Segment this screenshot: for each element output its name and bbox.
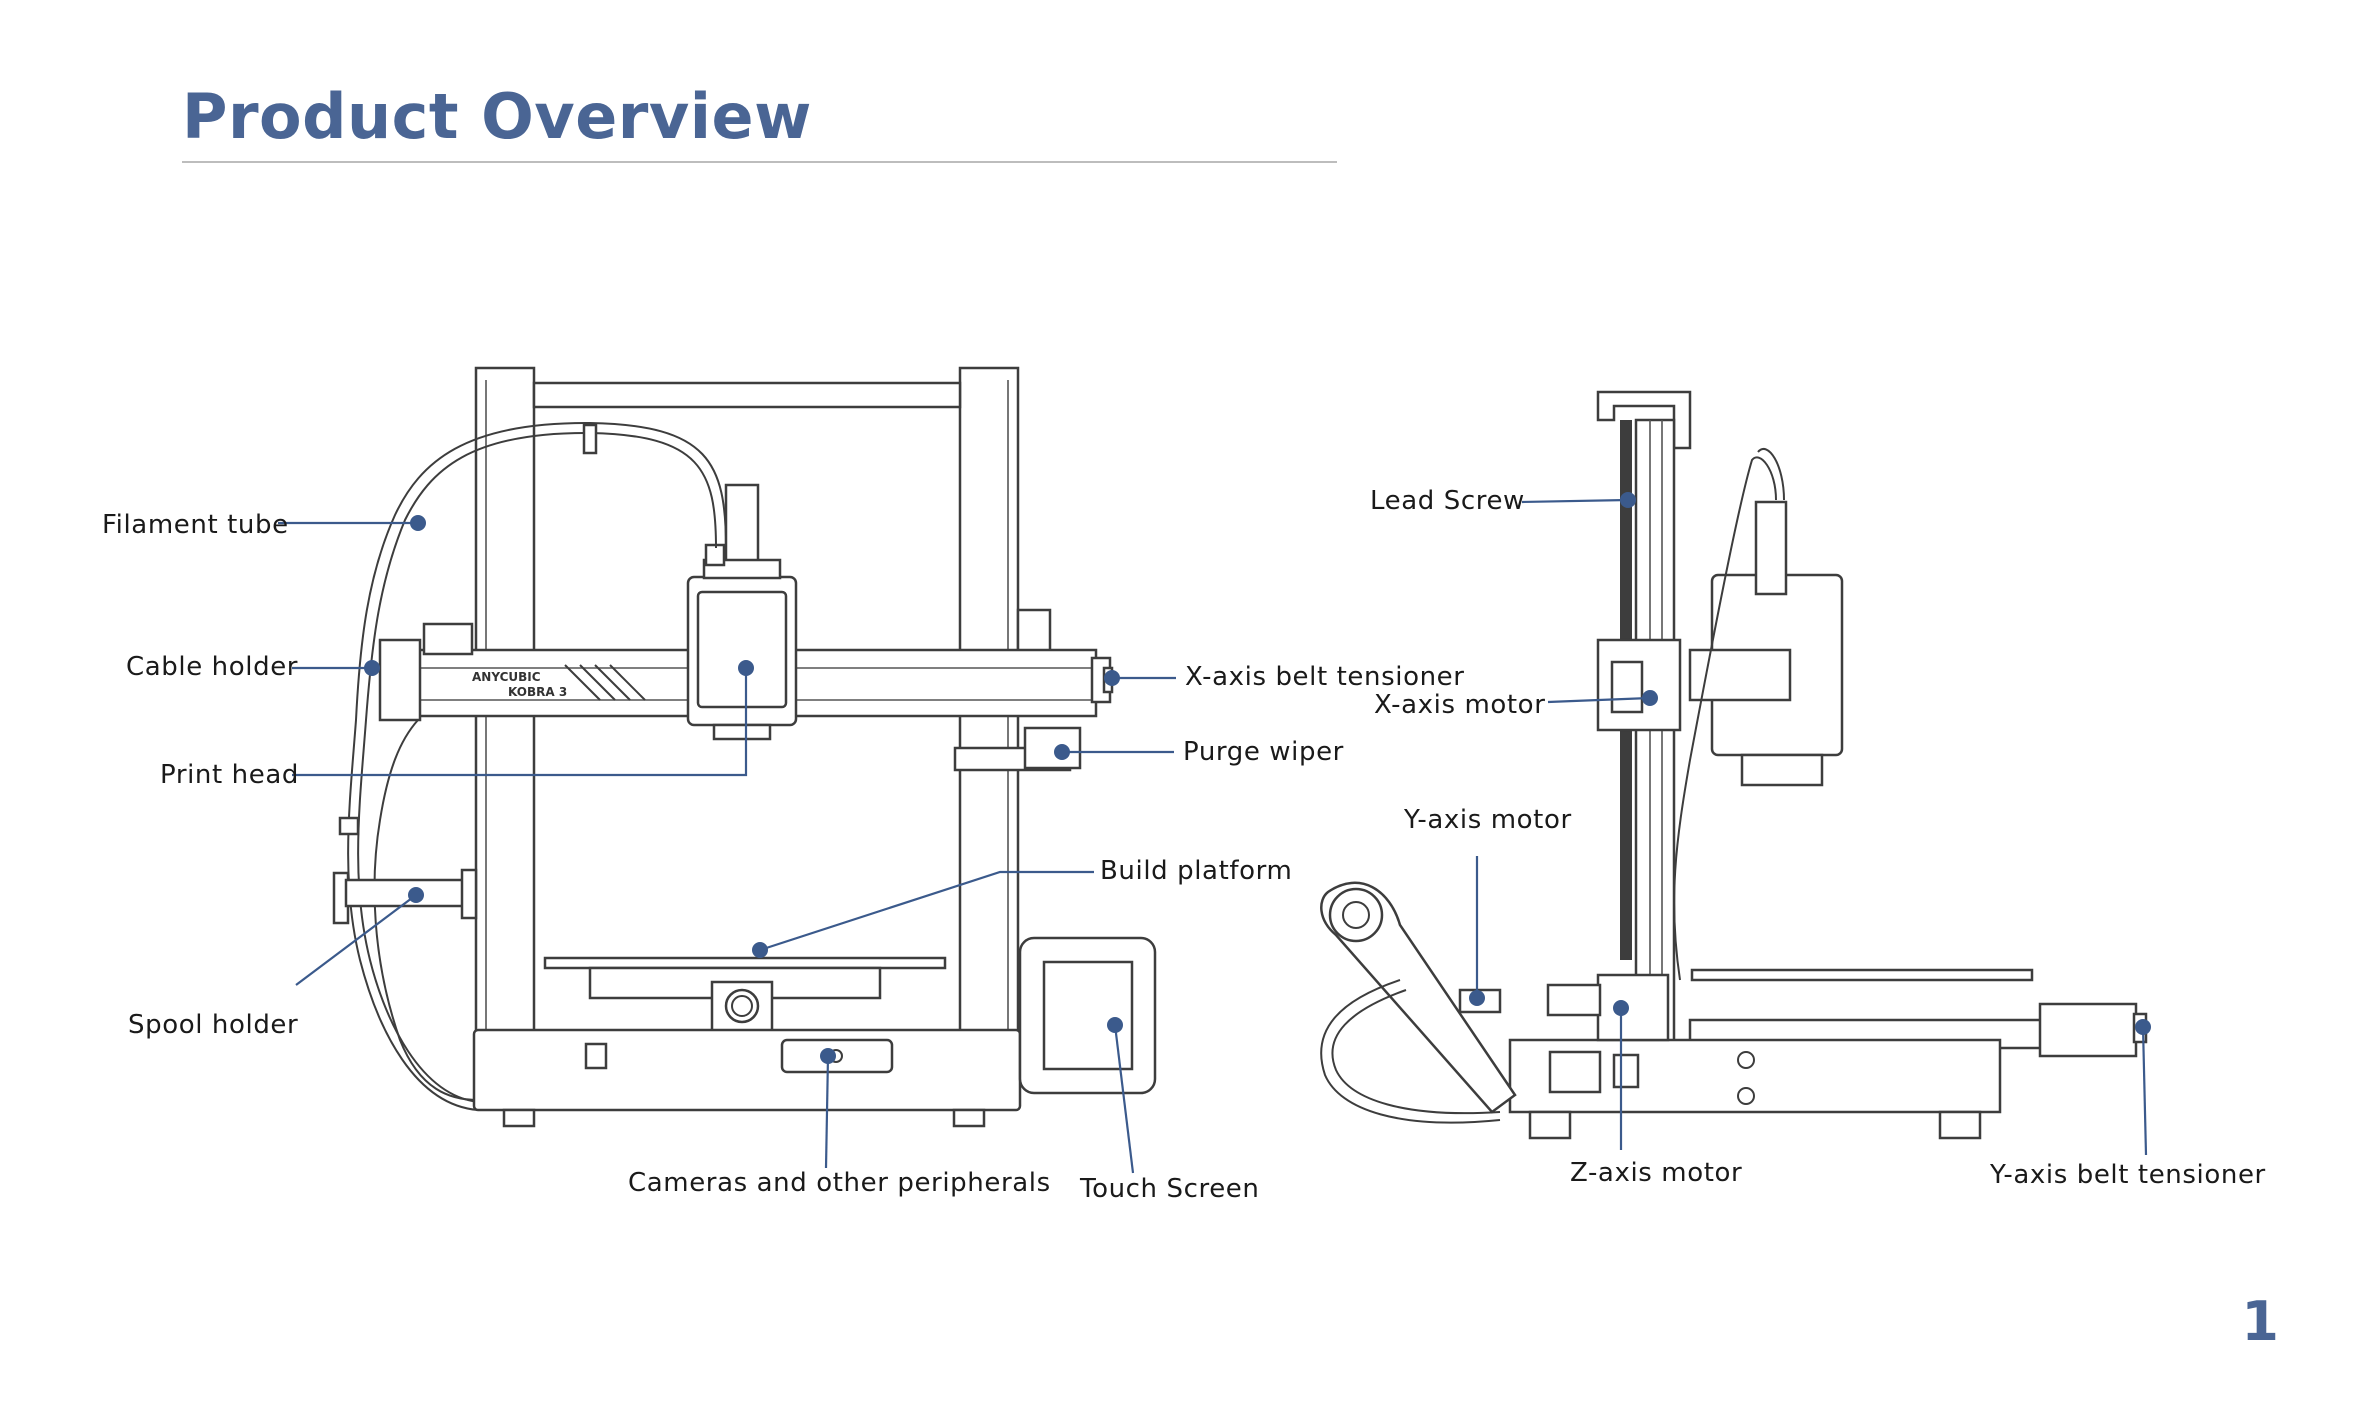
label-z-axis-motor: Z-axis motor [1570, 1158, 1743, 1188]
label-lead-screw: Lead Screw [1370, 486, 1525, 516]
leader-print-head [292, 668, 748, 777]
top-bracket [1596, 390, 1692, 450]
dot-x-axis-motor [1642, 690, 1658, 706]
filament-tube-path [357, 431, 717, 1103]
front-base [472, 1028, 1022, 1112]
dot-lead-screw [1620, 492, 1636, 508]
extruder-motor [724, 483, 760, 567]
build-platform [543, 956, 947, 970]
camera-port [780, 1038, 894, 1074]
side-spool-arm [1320, 881, 1517, 1114]
leader-build-platform [759, 870, 1094, 952]
leader-y-belt-tensioner [2141, 1026, 2148, 1156]
label-y-axis-belt-tensioner: Y-axis belt tensioner [1990, 1160, 2266, 1190]
label-x-axis-motor: X-axis motor [1374, 690, 1546, 720]
dot-filament-tube [410, 515, 426, 531]
label-cable-holder: Cable holder [126, 652, 299, 682]
z-axis-motor-body [1596, 973, 1670, 1042]
leader-x-axis-motor [1547, 696, 1651, 704]
label-x-axis-belt-tensioner: X-axis belt tensioner [1185, 662, 1465, 692]
side-build-plate [1690, 968, 2034, 982]
dot-spool-holder [408, 887, 424, 903]
dot-cable-holder [364, 660, 380, 676]
label-y-axis-motor: Y-axis motor [1404, 805, 1572, 835]
dot-x-belt-tensioner [1104, 670, 1120, 686]
leader-lines [278, 492, 2151, 1174]
top-crossbar [532, 381, 962, 409]
label-cameras-peripherals: Cameras and other peripherals [628, 1168, 1051, 1198]
dot-touch-screen [1107, 1017, 1123, 1033]
dot-print-head [738, 660, 754, 676]
dot-y-belt-tensioner [2135, 1019, 2151, 1035]
y-belt-tensioner-block [2038, 1002, 2138, 1058]
dot-y-axis-motor [1469, 990, 1485, 1006]
label-touch-screen: Touch Screen [1080, 1174, 1260, 1204]
leader-cameras [824, 1055, 830, 1169]
dot-cameras [820, 1048, 836, 1064]
label-build-platform: Build platform [1100, 856, 1293, 886]
label-spool-holder: Spool holder [128, 1010, 299, 1040]
title-divider [182, 161, 1337, 163]
front-view-printer: ANYCUBIC KOBRA 3 [332, 366, 1157, 1128]
page-number: 1 [2241, 1290, 2279, 1353]
brand-model: KOBRA 3 [508, 685, 567, 699]
label-filament-tube: Filament tube [102, 510, 289, 540]
dot-z-axis-motor [1613, 1000, 1629, 1016]
brand-logo: ANYCUBIC [472, 670, 541, 684]
leader-spool-holder [295, 894, 417, 986]
dot-build-platform [752, 942, 768, 958]
side-view-printer [1320, 390, 2148, 1140]
leader-touch-screen [1113, 1024, 1135, 1174]
leader-lead-screw [1521, 498, 1629, 504]
label-print-head: Print head [160, 760, 299, 790]
page-title: Product Overview [182, 80, 812, 153]
x-axis-motor-body [1610, 660, 1644, 714]
label-purge-wiper: Purge wiper [1183, 737, 1344, 767]
dot-purge-wiper [1054, 744, 1070, 760]
